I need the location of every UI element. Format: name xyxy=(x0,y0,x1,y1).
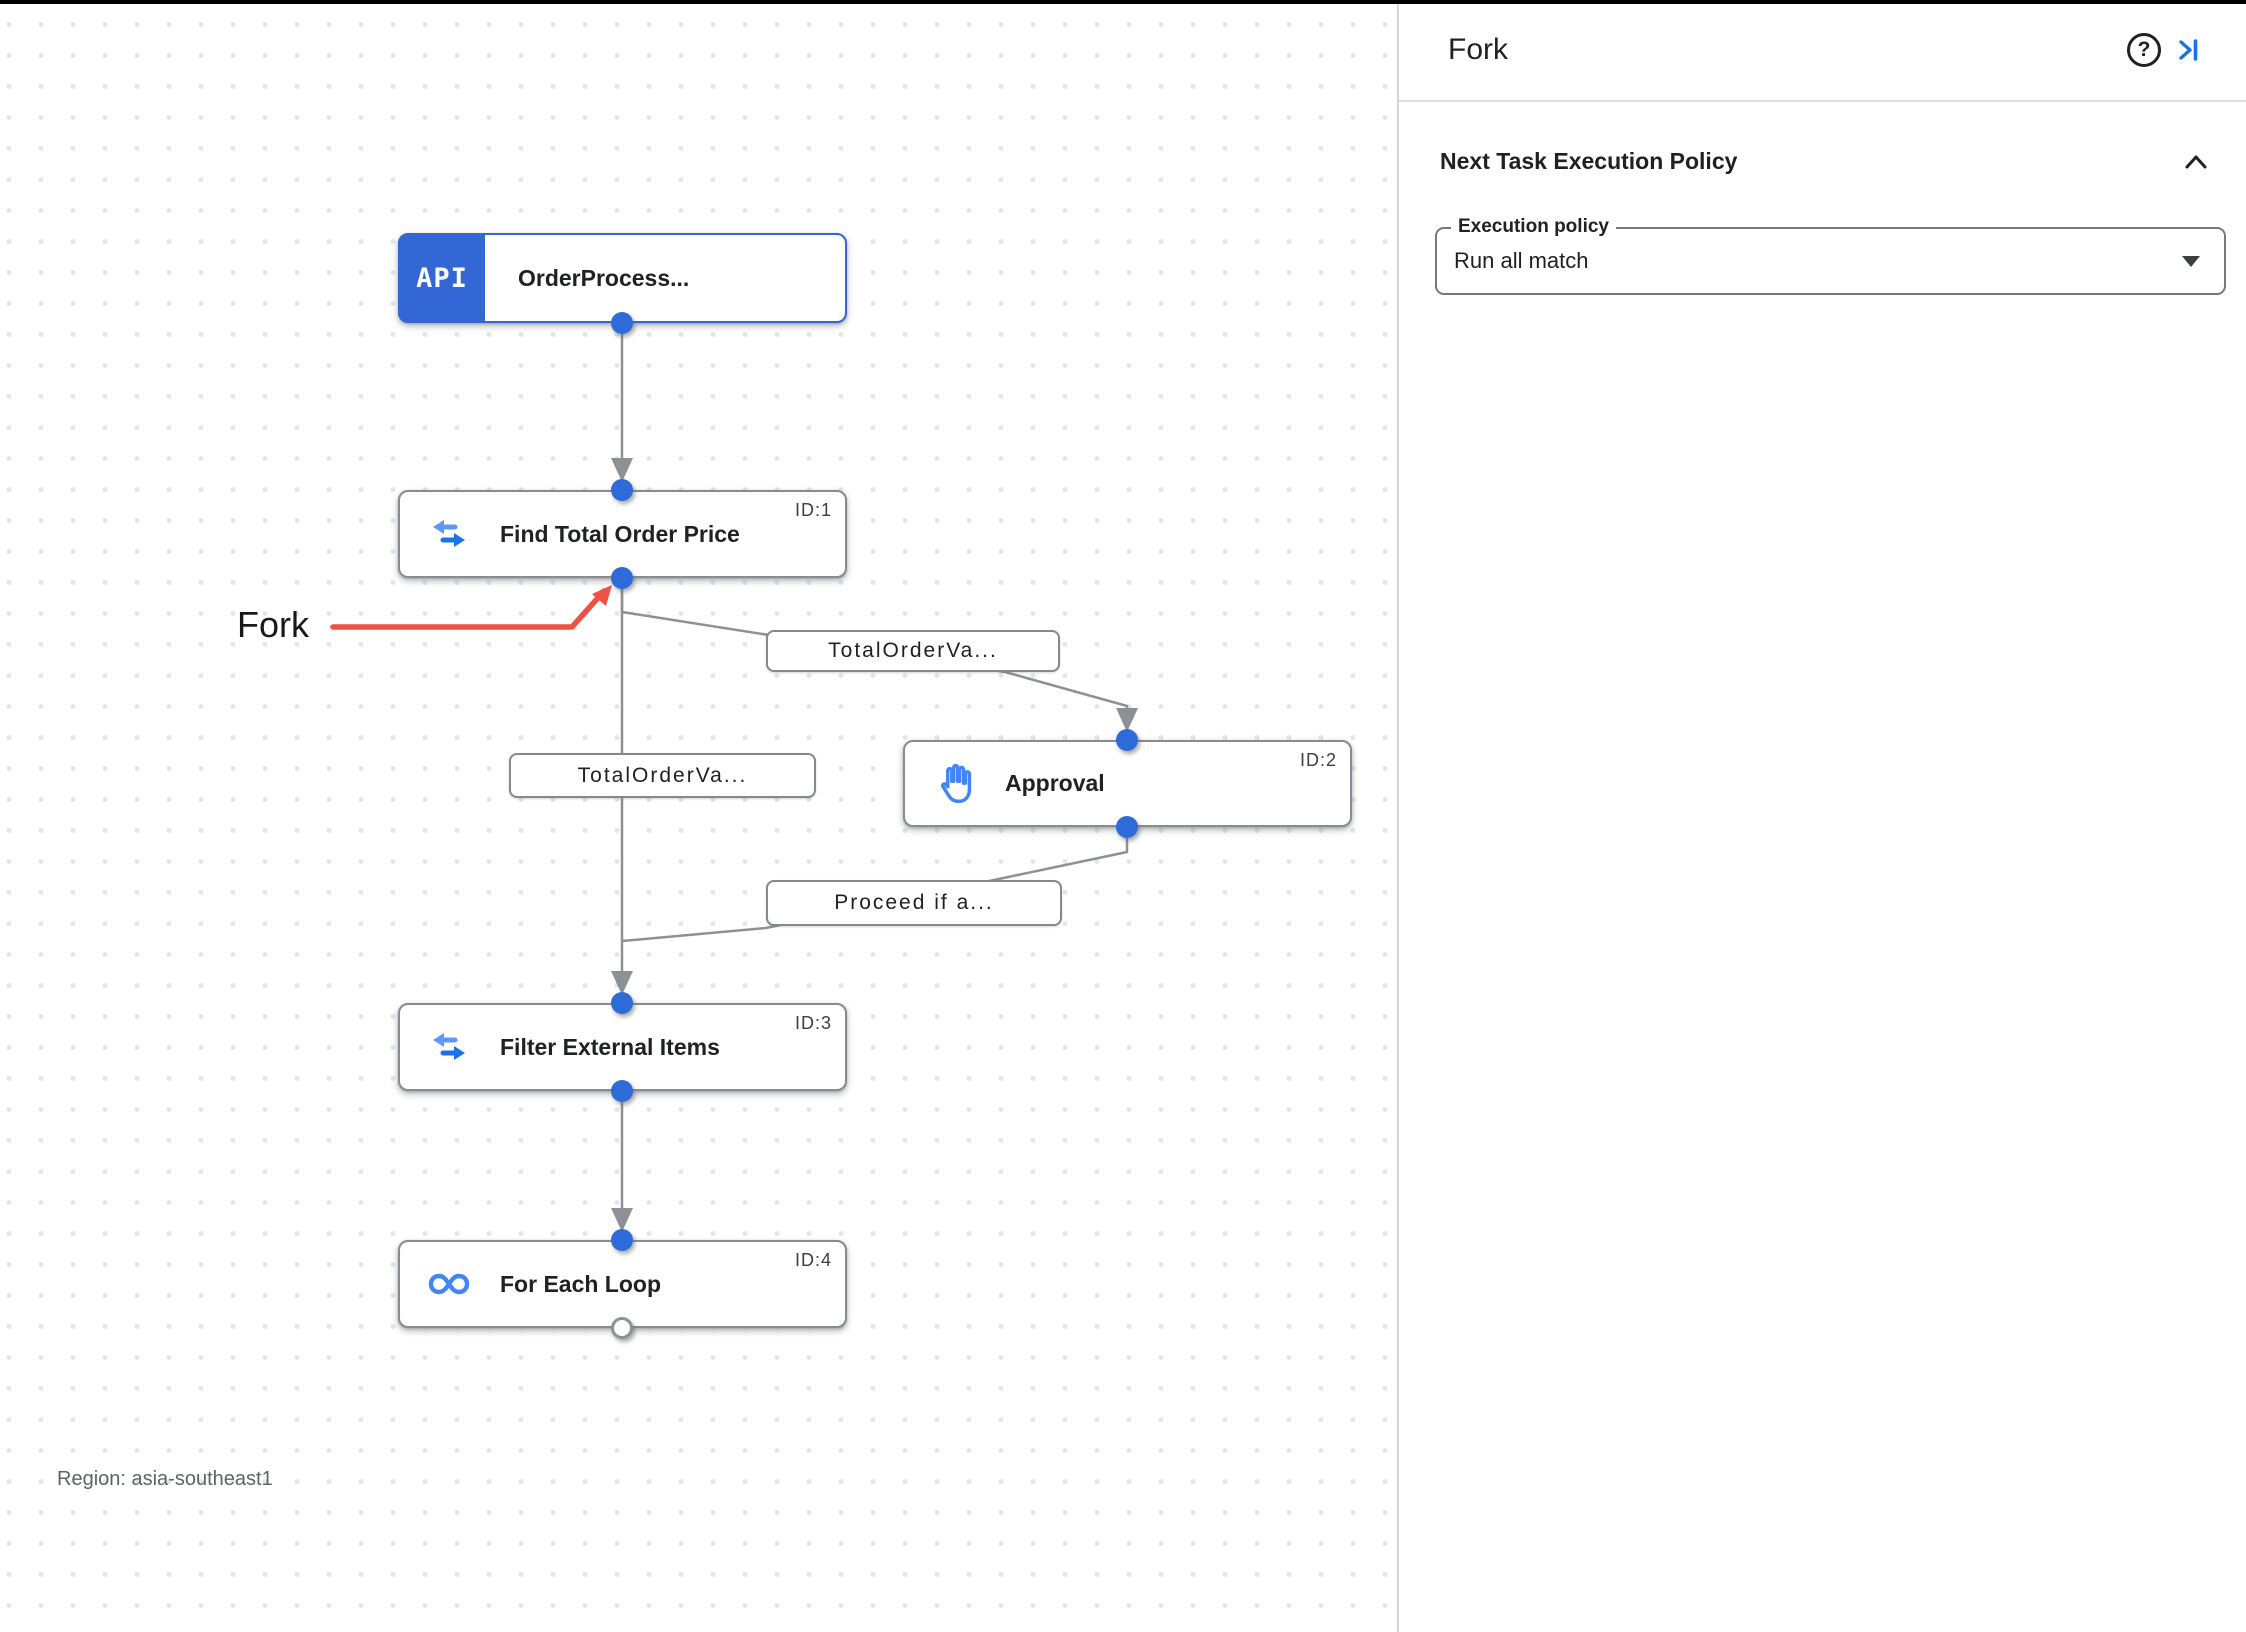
top-border-bar xyxy=(0,0,2246,4)
data-mapping-icon xyxy=(426,514,472,554)
port-find-out-fork-point[interactable] xyxy=(611,567,633,589)
edge-layer xyxy=(330,323,1138,1232)
port-approval-in[interactable] xyxy=(1116,729,1138,751)
port-approval-out[interactable] xyxy=(1116,816,1138,838)
hand-icon xyxy=(931,761,977,807)
arrowhead-into-approval xyxy=(1116,708,1138,732)
node-title: Filter External Items xyxy=(500,1033,720,1060)
node-approval[interactable]: Approval ID:2 xyxy=(903,740,1352,827)
port-trigger-out[interactable] xyxy=(611,312,633,334)
config-panel: Fork ? Next Task Execution Policy Execut… xyxy=(1397,0,2246,1632)
node-id-badge: ID:1 xyxy=(794,500,832,520)
node-for-each-loop[interactable]: For Each Loop ID:4 xyxy=(398,1240,847,1328)
port-foreach-out-unconnected[interactable] xyxy=(611,1317,633,1339)
port-foreach-in[interactable] xyxy=(611,1229,633,1251)
section-title: Next Task Execution Policy xyxy=(1440,148,1738,174)
execution-policy-select[interactable]: Execution policy Run all match xyxy=(1435,216,2226,295)
arrowhead-into-filter xyxy=(611,971,633,995)
dropdown-caret-icon xyxy=(2182,255,2200,267)
region-label: Region: asia-southeast1 xyxy=(57,1468,273,1490)
workflow-canvas[interactable]: API OrderProcess... Find Total Order Pri… xyxy=(0,0,1397,1632)
fork-annotation-label: Fork xyxy=(237,604,309,645)
loop-infinity-icon xyxy=(426,1268,472,1300)
node-title: OrderProcess... xyxy=(518,264,690,291)
help-button[interactable]: ? xyxy=(2122,28,2166,72)
edge-label-condition[interactable]: TotalOrderVa... xyxy=(509,753,816,798)
node-id-badge: ID:3 xyxy=(794,1013,832,1033)
fork-annotation-arrow xyxy=(330,585,612,630)
skip-end-icon xyxy=(2179,39,2198,61)
node-title: For Each Loop xyxy=(500,1270,661,1297)
select-floating-label: Execution policy xyxy=(1451,216,1616,238)
node-trigger-orderprocess[interactable]: API OrderProcess... xyxy=(398,233,847,323)
collapse-panel-button[interactable] xyxy=(2166,28,2210,72)
node-id-badge: ID:2 xyxy=(1299,750,1337,770)
edge-label-condition[interactable]: Proceed if a... xyxy=(766,880,1062,926)
edge-label-condition[interactable]: TotalOrderVa... xyxy=(766,630,1060,672)
node-title: Approval xyxy=(1005,770,1105,796)
section-next-task-execution-policy[interactable]: Next Task Execution Policy xyxy=(1440,148,2210,175)
panel-title: Fork xyxy=(1448,33,1508,66)
node-filter-external-items[interactable]: Filter External Items ID:3 xyxy=(398,1003,847,1091)
node-title: Find Total Order Price xyxy=(500,520,740,547)
port-find-in[interactable] xyxy=(611,479,633,501)
panel-header: Fork ? xyxy=(1399,0,2246,102)
select-value: Run all match xyxy=(1454,248,1589,273)
node-id-badge: ID:4 xyxy=(794,1250,832,1270)
panel-body: Next Task Execution Policy Execution pol… xyxy=(1399,102,2246,295)
arrowhead-into-foreach xyxy=(611,1208,633,1232)
node-find-total-order-price[interactable]: Find Total Order Price ID:1 xyxy=(398,490,847,578)
api-trigger-badge: API xyxy=(399,234,485,322)
data-mapping-icon xyxy=(426,1027,472,1067)
arrowhead-into-find xyxy=(611,458,633,482)
port-filter-in[interactable] xyxy=(611,992,633,1014)
help-icon: ? xyxy=(2127,33,2161,67)
chevron-up-icon xyxy=(2185,155,2207,168)
port-filter-out[interactable] xyxy=(611,1080,633,1102)
